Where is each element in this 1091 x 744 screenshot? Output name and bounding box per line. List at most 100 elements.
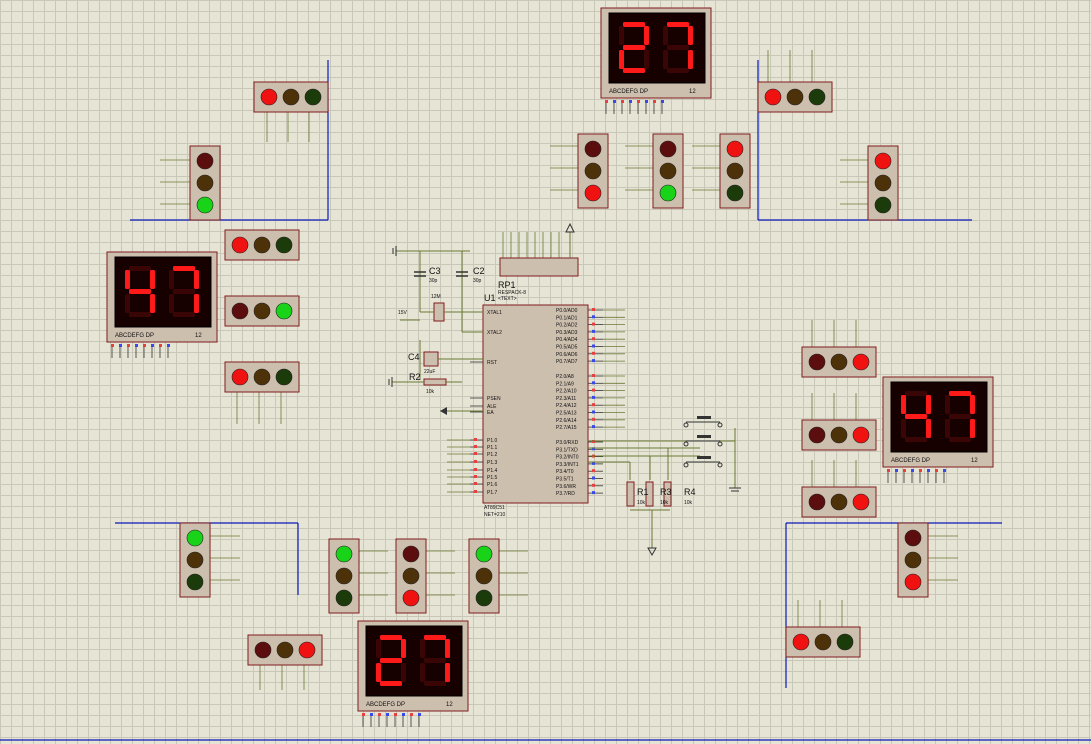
lamp: [196, 174, 214, 192]
rp1-text-tag: <TEXT>: [498, 296, 517, 302]
segment: [194, 270, 199, 289]
mcu-pin-label: P1.5: [487, 475, 498, 481]
rp1-label: RP1: [498, 280, 516, 290]
lamp: [808, 88, 826, 106]
lamp: [402, 545, 420, 563]
lamp: [335, 545, 353, 563]
segment: [623, 45, 645, 50]
lamp: [874, 174, 892, 192]
c3-label: C3: [429, 266, 441, 276]
mcu-pin-label: P1.7: [487, 490, 498, 496]
vcc-label: 15V: [398, 310, 408, 316]
r3-value: 10k: [660, 500, 669, 506]
lamp: [830, 426, 848, 444]
push-button[interactable]: [683, 416, 723, 428]
lamp: [335, 589, 353, 607]
mcu-pin-label: P1.3: [487, 460, 498, 466]
lamp: [764, 88, 782, 106]
lamp: [196, 196, 214, 214]
segment: [173, 289, 195, 294]
traffic-light: [867, 145, 899, 221]
mcu-pin-label: P3.6/WR: [556, 484, 576, 490]
mcu-pin-label: P3.1/TXD: [556, 447, 578, 453]
segment: [401, 639, 406, 658]
mcu-pin-label: P0.0/AD0: [556, 308, 578, 314]
push-buttons[interactable]: [683, 416, 723, 468]
display-pins-label: ABCDEFG DP: [891, 458, 930, 464]
mcu-pin-label: P3.0/RXD: [556, 440, 579, 446]
segment: [424, 681, 446, 686]
push-button[interactable]: [683, 456, 723, 468]
lamp: [231, 302, 249, 320]
traffic-light: [719, 133, 751, 209]
segment: [663, 50, 668, 69]
traffic-light: [801, 419, 877, 451]
mcu-pin-label: P1.4: [487, 468, 498, 474]
lamp: [584, 184, 602, 202]
segment: [623, 68, 645, 73]
seven-seg-display: ABCDEFG DP 12: [600, 7, 712, 114]
lamp: [475, 567, 493, 585]
mcu-u1[interactable]: U1 AT89C51 NET=210 XTAL1XTAL2RSTPSENALEE…: [447, 293, 625, 518]
segment: [688, 50, 693, 69]
push-button[interactable]: [683, 435, 723, 447]
segment: [949, 391, 971, 396]
mcu-pin-label: P0.2/AD2: [556, 323, 578, 329]
lamp: [402, 589, 420, 607]
mcu-pin-label: P0.5/AD5: [556, 345, 578, 351]
buttons-and-resistors[interactable]: R1 R3 R4 10k 10k 10k: [588, 428, 741, 557]
lamp: [231, 236, 249, 254]
lamp: [253, 236, 271, 254]
mcu-pin-label: P0.1/AD1: [556, 315, 578, 321]
traffic-light: [189, 145, 221, 221]
lamp: [830, 353, 848, 371]
mcu-pin-label: XTAL1: [487, 310, 502, 316]
segment: [380, 635, 402, 640]
mcu-pin-label: P2.4/A12: [556, 403, 577, 409]
segment: [688, 26, 693, 45]
segment: [623, 22, 645, 27]
lamp: [904, 573, 922, 591]
display-digit-label: 12: [195, 333, 202, 339]
segment: [150, 294, 155, 313]
traffic-light: [253, 81, 329, 113]
segment: [905, 391, 927, 396]
segment: [619, 26, 624, 45]
mcu-pin-label: EA: [487, 410, 494, 416]
lamp: [186, 551, 204, 569]
mcu-pin-label: P2.5/A13: [556, 411, 577, 417]
lamp: [253, 368, 271, 386]
segment: [926, 419, 931, 438]
lamp: [786, 88, 804, 106]
traffic-light: [785, 626, 861, 658]
segment: [376, 663, 381, 682]
traffic-light: [395, 538, 427, 614]
segment: [445, 663, 450, 682]
mcu-pin-label: P3.4/T0: [556, 469, 574, 475]
display-pins-label: ABCDEFG DP: [609, 89, 648, 95]
segment: [376, 639, 381, 658]
r2-label: R2: [409, 372, 421, 382]
display-digit-label: 12: [689, 89, 696, 95]
mcu-ref-label: U1: [484, 293, 496, 303]
mcu-left-pins: XTAL1XTAL2RSTPSENALEEAP1.0P1.1P1.2P1.3P1…: [447, 310, 502, 496]
lamp: [186, 573, 204, 591]
mcu-pin-label: P1.6: [487, 482, 498, 488]
oscillator-circuit[interactable]: C3 C2 30p 30p 12M 15V C4 22uF R2 10k: [388, 222, 575, 415]
mcu-pin-label: ALE: [487, 404, 497, 410]
lamp: [335, 567, 353, 585]
segment: [905, 414, 927, 419]
lamp: [814, 633, 832, 651]
segment: [445, 639, 450, 658]
display-digit-label: 12: [446, 702, 453, 708]
c2-value: 30p: [473, 278, 482, 284]
segment: [380, 681, 402, 686]
mcu-pin-label: RST: [487, 360, 497, 366]
respack-rp1[interactable]: RP1 RESPACK-8 <TEXT>: [498, 257, 579, 302]
mcu-pin-label: P3.7/RD: [556, 491, 575, 497]
lamp: [726, 184, 744, 202]
